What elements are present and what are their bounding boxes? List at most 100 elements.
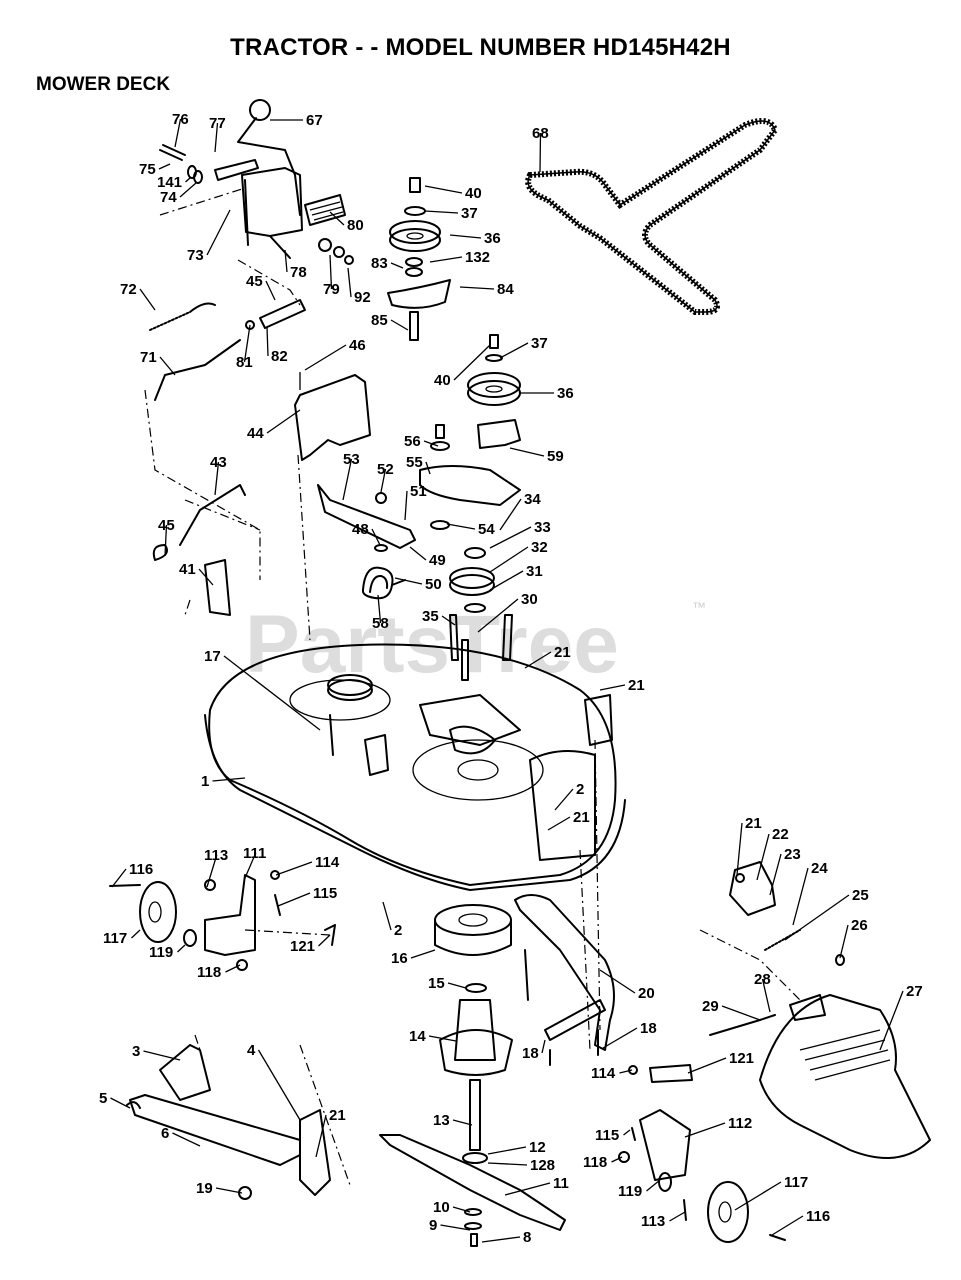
callout-13: 13	[433, 1112, 473, 1129]
callout-114: 114	[591, 1065, 633, 1082]
callout-label: 115	[313, 885, 337, 902]
callout-9: 9	[429, 1217, 471, 1234]
callout-leader-line	[477, 598, 519, 633]
callout-leader-line	[110, 1097, 131, 1109]
callout-40: 40	[424, 185, 482, 202]
callout-81: 81	[236, 324, 253, 371]
callout-label: 84	[497, 281, 514, 298]
callout-77: 77	[209, 115, 226, 153]
callout-label: 18	[522, 1045, 539, 1062]
callout-label: 121	[729, 1050, 754, 1067]
callout-label: 18	[640, 1020, 657, 1037]
callout-label: 46	[349, 337, 366, 354]
callout-116: 116	[771, 1208, 830, 1236]
callout-leader-line	[459, 286, 495, 290]
callout-leader-line	[266, 326, 269, 357]
callout-leader-line	[329, 254, 333, 290]
callout-25: 25	[784, 887, 869, 941]
callout-18: 18	[522, 1039, 546, 1062]
callout-22: 22	[756, 826, 789, 881]
callout-leader-line	[265, 280, 276, 301]
callout-label: 116	[129, 861, 153, 878]
callout-label: 112	[728, 1115, 752, 1132]
callout-label: 49	[429, 552, 446, 569]
callout-113: 113	[641, 1211, 686, 1230]
callout-leader-line	[879, 990, 904, 1051]
callout-34: 34	[499, 491, 541, 531]
callout-label: 19	[196, 1180, 213, 1197]
callout-label: 53	[343, 451, 360, 468]
callout-label: 113	[204, 847, 228, 864]
callout-leader-line	[684, 1122, 726, 1138]
callout-label: 3	[132, 1043, 140, 1060]
callout-59: 59	[509, 447, 564, 465]
callout-label: 22	[772, 826, 789, 843]
callout-23: 23	[769, 846, 801, 896]
callout-116: 116	[111, 861, 153, 888]
callout-2: 2	[382, 901, 402, 939]
callout-leader-line	[489, 546, 529, 573]
callout-label: 78	[290, 264, 307, 281]
callout-49: 49	[409, 546, 446, 569]
callout-21: 21	[736, 815, 762, 876]
callout-111: 111	[243, 845, 266, 879]
callout-label: 12	[529, 1139, 546, 1156]
callout-20: 20	[599, 969, 655, 1002]
callout-label: 45	[246, 273, 263, 290]
callout-leader-line	[315, 1114, 327, 1158]
callout-label: 5	[99, 1090, 107, 1107]
callout-label: 67	[306, 112, 323, 129]
callout-label: 4	[247, 1042, 256, 1059]
callout-leader-line	[554, 788, 574, 811]
callout-56: 56	[404, 433, 439, 450]
deck-hanger-parts	[126, 1034, 351, 1200]
callout-21: 21	[524, 644, 571, 669]
callout-leader-line	[409, 546, 427, 561]
callout-118: 118	[197, 964, 241, 981]
callout-leader-line	[487, 1146, 527, 1155]
callout-leader-line	[599, 684, 626, 691]
callout-label: 141	[157, 174, 182, 191]
callout-label: 1	[201, 773, 209, 790]
callout-leader-line	[611, 1156, 623, 1163]
callout-label: 82	[271, 348, 288, 365]
callout-29: 29	[702, 998, 761, 1021]
callout-leader-line	[792, 867, 809, 926]
callout-label: 76	[172, 111, 189, 128]
callout-76: 76	[172, 111, 189, 148]
callout-40: 40	[434, 344, 491, 389]
callout-leader-line	[499, 342, 529, 359]
callout-leader-line	[284, 249, 288, 273]
callout-19: 19	[196, 1180, 243, 1197]
callout-label: 118	[583, 1154, 607, 1171]
callout-label: 74	[160, 189, 177, 206]
callout-leader-line	[131, 929, 141, 939]
callout-label: 43	[210, 454, 227, 471]
callout-label: 25	[852, 887, 869, 904]
callout-leader-line	[111, 868, 127, 888]
callout-label: 40	[465, 185, 482, 202]
callout-label: 34	[524, 491, 541, 508]
callout-117: 117	[103, 929, 141, 947]
callout-label: 48	[352, 521, 369, 538]
callout-54: 54	[446, 521, 495, 538]
callout-10: 10	[433, 1199, 471, 1216]
callout-119: 119	[618, 1179, 661, 1200]
callout-24: 24	[792, 860, 828, 926]
callout-84: 84	[459, 281, 514, 298]
callout-53: 53	[342, 451, 360, 501]
callout-leader-line	[347, 267, 352, 298]
callout-92: 92	[347, 267, 371, 306]
callout-label: 41	[179, 561, 196, 578]
callout-label: 79	[323, 281, 340, 298]
callout-32: 32	[489, 539, 548, 573]
callout-12: 12	[487, 1139, 546, 1156]
callout-label: 20	[638, 985, 655, 1002]
callout-41: 41	[179, 561, 214, 586]
callout-30: 30	[477, 591, 538, 633]
callout-132: 132	[429, 249, 490, 266]
callout-leader-line	[139, 288, 156, 311]
callout-leader-line	[143, 1050, 181, 1061]
callout-leader-line	[425, 461, 431, 475]
